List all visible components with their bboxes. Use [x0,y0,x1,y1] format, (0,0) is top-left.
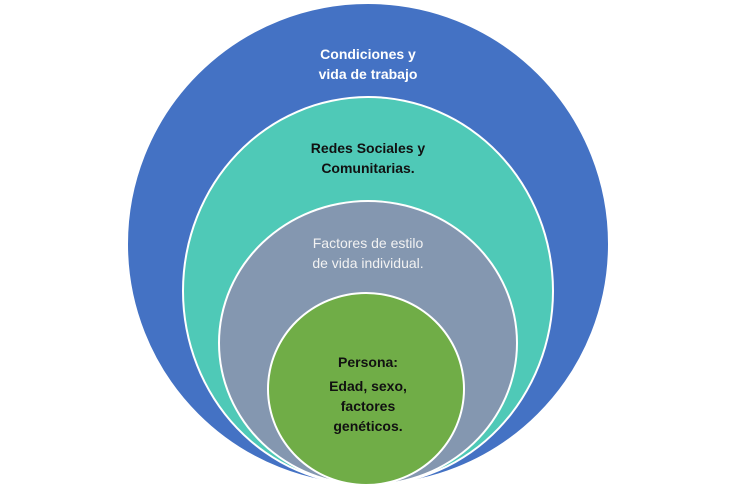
outer-ring-label-line: Condiciones y [320,46,416,62]
second-ring-label: Redes Sociales y Comunitarias. [268,138,468,178]
second-ring-label-line: Comunitarias. [321,160,415,176]
second-ring-label-line: Redes Sociales y [310,140,426,156]
core-title: Persona: [338,354,398,370]
core-detail: Edad, sexo, factores genéticos. [268,376,468,436]
third-ring-label-line: Factores de estilo [312,235,424,251]
core-detail-line: factores [340,398,396,414]
core-circle-person [267,292,465,486]
third-ring-label: Factores de estilo de vida individual. [268,233,468,273]
outer-ring-label-line: vida de trabajo [318,66,418,82]
core-detail-line: genéticos. [333,418,403,434]
third-ring-label-line: de vida individual. [312,255,424,271]
core-detail-line: Edad, sexo, [329,378,407,394]
outer-ring-label: Condiciones y vida de trabajo [268,44,468,84]
